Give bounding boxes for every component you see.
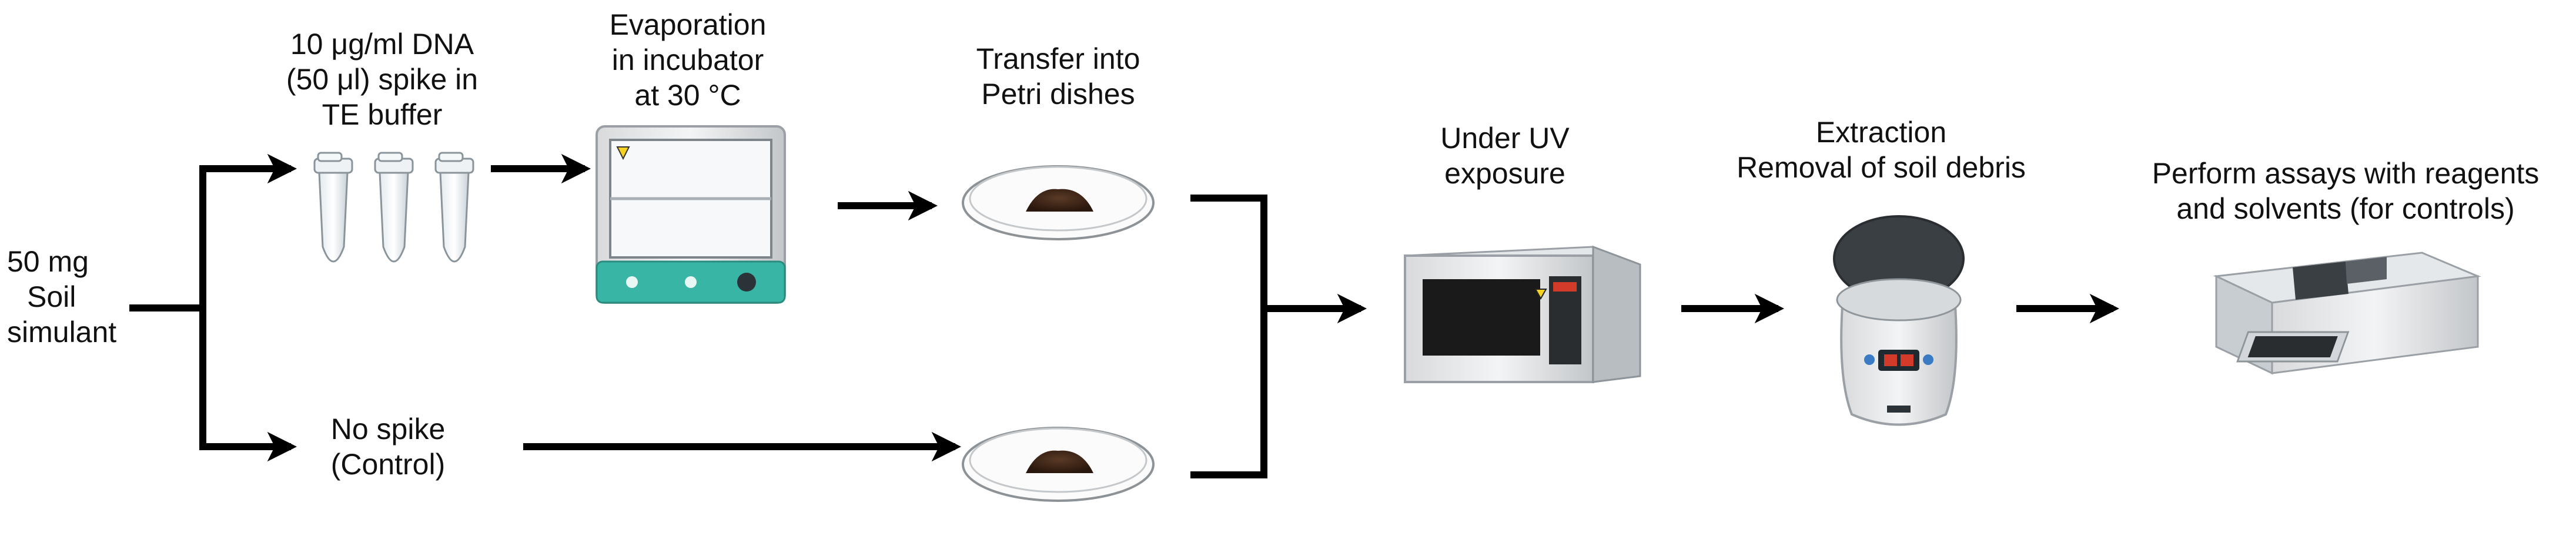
soil-label-line-3: simulant [7, 316, 117, 349]
evaporation-label-line-1: Evaporation [609, 8, 767, 41]
spike-label-line-2: (50 μl) spike in [286, 63, 479, 96]
spike-label-line-3: TE buffer [322, 98, 443, 131]
no-spike-label-line-2: (Control) [330, 448, 446, 481]
merge-bracket [1190, 195, 1267, 478]
uv-exposure-label: Under UV exposure [1411, 120, 1599, 191]
microplate-reader-icon [2213, 252, 2481, 375]
tube-1 [313, 152, 353, 263]
evaporation-label-line-3: at 30 °C [634, 79, 741, 112]
extraction-label-line-1: Extraction [1815, 116, 1947, 149]
no-spike-label: No spike (Control) [306, 411, 470, 482]
uv-crosslinker-icon [1404, 245, 1641, 383]
evaporation-label-line-2: in incubator [611, 43, 764, 76]
spike-label-line-1: 10 μg/ml DNA [290, 28, 474, 61]
tube-2 [374, 152, 414, 263]
uv-label-line-1: Under UV [1440, 122, 1570, 155]
tube-3 [434, 152, 474, 263]
assays-label-line-2: and solvents (for controls) [2176, 192, 2515, 225]
uv-label-line-2: exposure [1444, 157, 1565, 190]
petri-dish-soil-icon [962, 165, 1155, 240]
soil-label-line-2: Soil [27, 280, 76, 313]
incubator-icon [596, 125, 786, 304]
warning-icon [1534, 289, 1547, 300]
transfer-label-line-2: Petri dishes [981, 78, 1135, 110]
evaporation-label: Evaporation in incubator at 30 °C [588, 7, 788, 113]
assays-label-line-1: Perform assays with reagents [2152, 157, 2540, 190]
transfer-label: Transfer into Petri dishes [952, 41, 1164, 112]
extraction-label: Extraction Removal of soil debris [1717, 115, 2046, 185]
arrows [129, 153, 2120, 478]
assays-label: Perform assays with reagents and solvent… [2128, 156, 2563, 226]
soil-label-line-1: 50 mg [7, 245, 89, 278]
spike-label: 10 μg/ml DNA (50 μl) spike in TE buffer [259, 26, 506, 132]
microcentrifuge-tubes-icon [313, 152, 474, 263]
no-spike-label-line-1: No spike [330, 413, 446, 445]
soil-simulant-label: 50 mg Soil simulant [7, 244, 116, 350]
extraction-label-line-2: Removal of soil debris [1737, 151, 2026, 184]
centrifuge-icon [1833, 215, 1965, 426]
transfer-label-line-1: Transfer into [976, 42, 1140, 75]
warning-icon [616, 146, 630, 160]
petri-dish-soil-icon-control [962, 427, 1155, 502]
